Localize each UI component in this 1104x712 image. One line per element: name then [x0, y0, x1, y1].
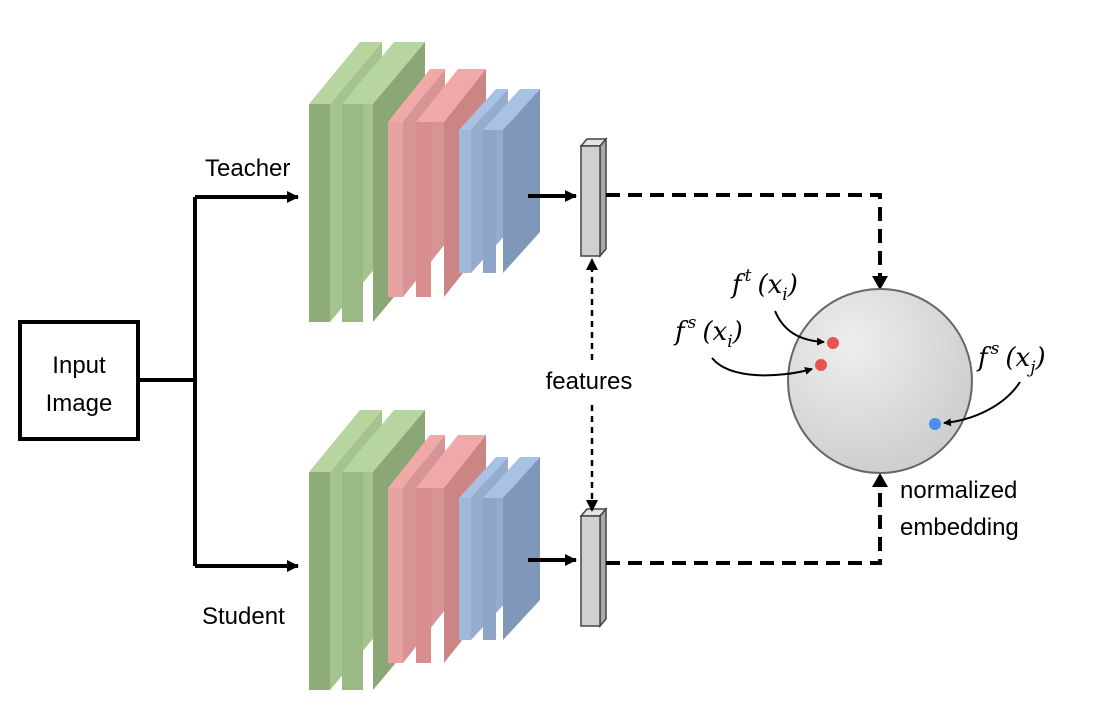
teacher-feature-vector	[579, 136, 608, 259]
teacher-embedding-path	[606, 193, 882, 278]
student-embedding-arrow-head	[872, 473, 888, 487]
input-image-box: Input Image	[18, 320, 140, 441]
features-label: features	[546, 368, 633, 395]
student-embedding-path	[606, 484, 882, 565]
svg-text:fs(xi): fs(xi)	[673, 313, 743, 352]
teacher-point-pointer	[774, 310, 825, 346]
student-label: Student	[202, 603, 285, 630]
embedding-label-line1: normalized	[900, 477, 1017, 504]
embedding-label-line2: embedding	[900, 514, 1019, 541]
teacher-embedding-arrow-head	[872, 276, 888, 290]
feature-arrow-head-down	[586, 500, 598, 512]
normalized-embedding-sphere	[787, 288, 973, 474]
teacher-point-i	[827, 337, 839, 349]
teacher-conv-layer-blue-2	[483, 89, 540, 273]
student-conv-layer-blue-2	[483, 457, 540, 640]
student-point-i-pointer	[711, 357, 813, 377]
teacher-conv-layer-blue-1	[459, 89, 508, 273]
teacher-network	[309, 42, 540, 322]
student-point-j	[929, 418, 941, 430]
svg-text:ft(xi): ft(xi)	[730, 266, 798, 305]
input-image-label-line1: Input	[52, 352, 106, 379]
student-network	[309, 410, 540, 690]
feature-arrow-head-up	[586, 258, 598, 270]
input-image-label-line2: Image	[46, 390, 113, 417]
student-feature-vector	[579, 506, 608, 629]
svg-text:fs(xj): fs(xj)	[976, 339, 1046, 378]
student-point-i	[815, 359, 827, 371]
branch-connectors	[138, 191, 299, 572]
student-point-j-pointer	[943, 381, 1021, 427]
teacher-label: Teacher	[205, 155, 290, 182]
